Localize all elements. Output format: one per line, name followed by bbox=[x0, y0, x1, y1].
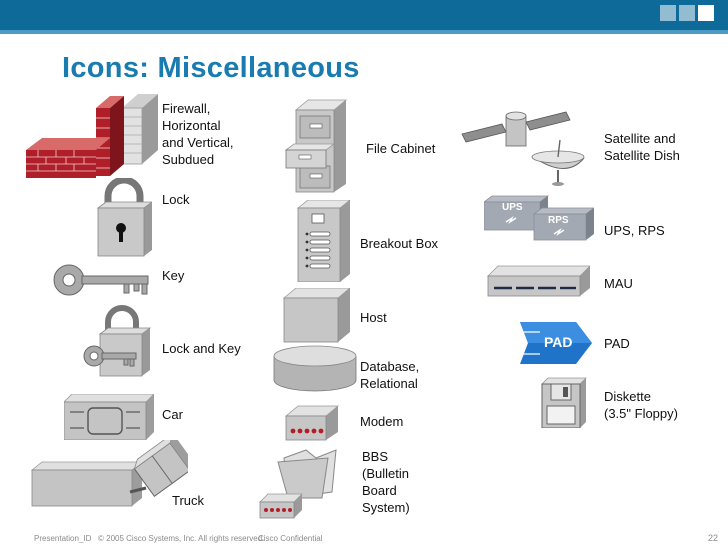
lock-label: Lock bbox=[162, 192, 190, 207]
host-label: Host bbox=[360, 310, 387, 325]
key-label: Key bbox=[162, 268, 185, 283]
ups-rps-shapes bbox=[484, 195, 594, 241]
pad-text: PAD bbox=[544, 334, 573, 350]
page-number: 22 bbox=[707, 533, 718, 543]
pad-icon: PAD bbox=[520, 322, 592, 364]
rps-text: RPS bbox=[548, 215, 569, 226]
host-icon bbox=[282, 288, 350, 343]
car-icon bbox=[64, 394, 154, 440]
truck-label: Truck bbox=[172, 493, 205, 508]
bbs-icon bbox=[259, 449, 337, 519]
key-icon bbox=[53, 264, 149, 296]
header-square bbox=[660, 5, 676, 21]
header-bar bbox=[0, 0, 728, 34]
ups-rps-icon: UPS RPS bbox=[484, 194, 594, 242]
ups-text: UPS bbox=[502, 202, 523, 213]
header-accent-line bbox=[0, 30, 728, 34]
diskette-label: Diskette (3.5" Floppy) bbox=[604, 389, 678, 421]
header-squares bbox=[660, 5, 714, 21]
truck-icon bbox=[30, 440, 188, 507]
ups-rps-label: UPS, RPS bbox=[604, 223, 665, 238]
satellite-label: Satellite and Satellite Dish bbox=[604, 131, 680, 163]
bbs-label: BBS (Bulletin Board System) bbox=[362, 449, 410, 515]
footer-confidential: Cisco Confidential bbox=[258, 534, 323, 543]
modem-icon bbox=[284, 405, 340, 441]
lock-and-key-icon bbox=[83, 305, 152, 377]
lock-icon bbox=[96, 178, 152, 257]
diskette-icon bbox=[541, 377, 587, 428]
satellite-icon bbox=[461, 111, 585, 186]
modem-label: Modem bbox=[360, 414, 404, 429]
file-cabinet-label: File Cabinet bbox=[366, 141, 436, 156]
mau-label: MAU bbox=[604, 276, 633, 291]
footer-presentation-id: Presentation_ID bbox=[34, 534, 92, 543]
header-square bbox=[679, 5, 695, 21]
mau-icon bbox=[487, 265, 590, 297]
firewall-icon bbox=[26, 94, 158, 178]
slide-title: Icons: Miscellaneous bbox=[62, 52, 360, 84]
breakout-box-icon bbox=[296, 200, 351, 282]
header-square bbox=[698, 5, 714, 21]
database-label: Database, Relational bbox=[360, 359, 420, 391]
footer-copyright: © 2005 Cisco Systems, Inc. All rights re… bbox=[98, 534, 265, 543]
breakout-box-label: Breakout Box bbox=[360, 236, 439, 251]
database-icon bbox=[273, 345, 357, 392]
file-cabinet-icon bbox=[284, 99, 348, 193]
pad-label: PAD bbox=[604, 336, 630, 351]
lock-and-key-label: Lock and Key bbox=[162, 341, 241, 356]
firewall-label: Firewall, Horizontal and Vertical, Subdu… bbox=[162, 101, 234, 167]
car-label: Car bbox=[162, 407, 183, 422]
pad-shape bbox=[520, 322, 592, 364]
